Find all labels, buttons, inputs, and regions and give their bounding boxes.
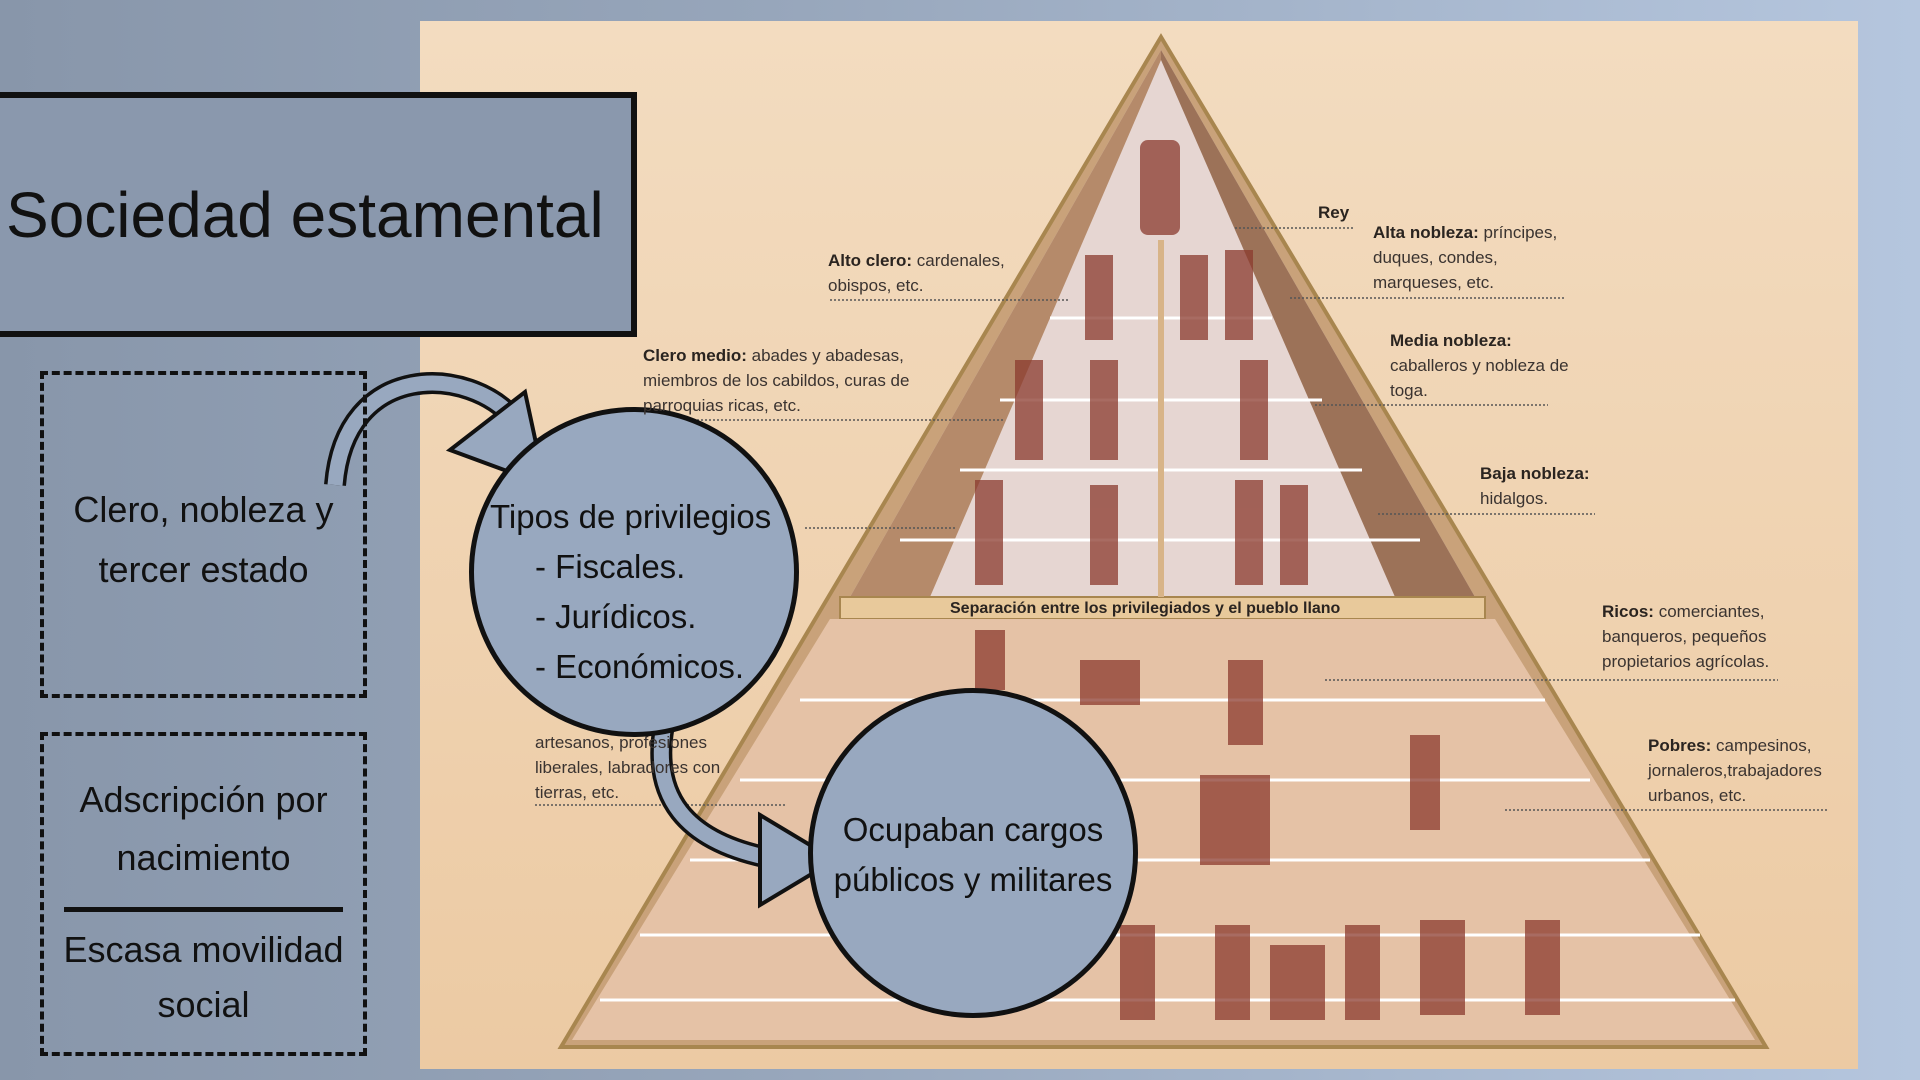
media-nobleza-label: Media nobleza: caballeros y nobleza de t… bbox=[1390, 331, 1569, 400]
ricos-label: Ricos: comerciantes, banqueros, pequeños… bbox=[1602, 602, 1770, 671]
rey-label: Rey bbox=[1318, 203, 1350, 222]
arrow-head-2 bbox=[758, 811, 839, 909]
privilege-item: - Fiscales. bbox=[535, 548, 686, 585]
ascription-box: Adscripción por nacimiento Escasa movili… bbox=[40, 732, 367, 1056]
alto-clero-label: Alto clero: cardenales, obispos, etc. bbox=[828, 251, 1005, 295]
estates-box: Clero, nobleza y tercer estado bbox=[40, 371, 367, 698]
mobility-text: Escasa movilidad social bbox=[63, 929, 344, 1025]
separation-label: Separación entre los privilegiados y el … bbox=[950, 600, 1341, 617]
figures bbox=[975, 140, 1560, 1020]
privilege-item: - Económicos. bbox=[535, 648, 745, 685]
medios-label: artesanos, profesiones liberales, labrad… bbox=[535, 733, 721, 802]
privilege-item: - Jurídicos. bbox=[535, 598, 697, 635]
clero-medio-label: Clero medio: abades y abadesas, miembros… bbox=[643, 346, 910, 415]
offices-text: Ocupaban cargos públicos y militares bbox=[833, 811, 1113, 898]
ascription-text: Adscripción por nacimiento bbox=[79, 779, 328, 878]
privileged-right-wall bbox=[1161, 50, 1475, 597]
privileges-circle: Tipos de privilegios - Fiscales. - Juríd… bbox=[469, 407, 799, 737]
pobres-label: Pobres: campesinos, jornaleros,trabajado… bbox=[1648, 736, 1822, 805]
alta-nobleza-label: Alta nobleza: príncipes, duques, condes,… bbox=[1373, 223, 1558, 292]
offices-circle: Ocupaban cargos públicos y militares bbox=[808, 688, 1138, 1018]
privileges-title: Tipos de privilegios bbox=[490, 498, 772, 535]
leader-lines bbox=[535, 227, 1828, 811]
box-divider bbox=[64, 907, 343, 912]
slide-title: Sociedad estamental bbox=[0, 92, 637, 337]
estates-text: Clero, nobleza y tercer estado bbox=[73, 489, 334, 590]
privileged-left-wall bbox=[850, 50, 1161, 597]
baja-nobleza-label: Baja nobleza: hidalgos. bbox=[1480, 464, 1590, 508]
